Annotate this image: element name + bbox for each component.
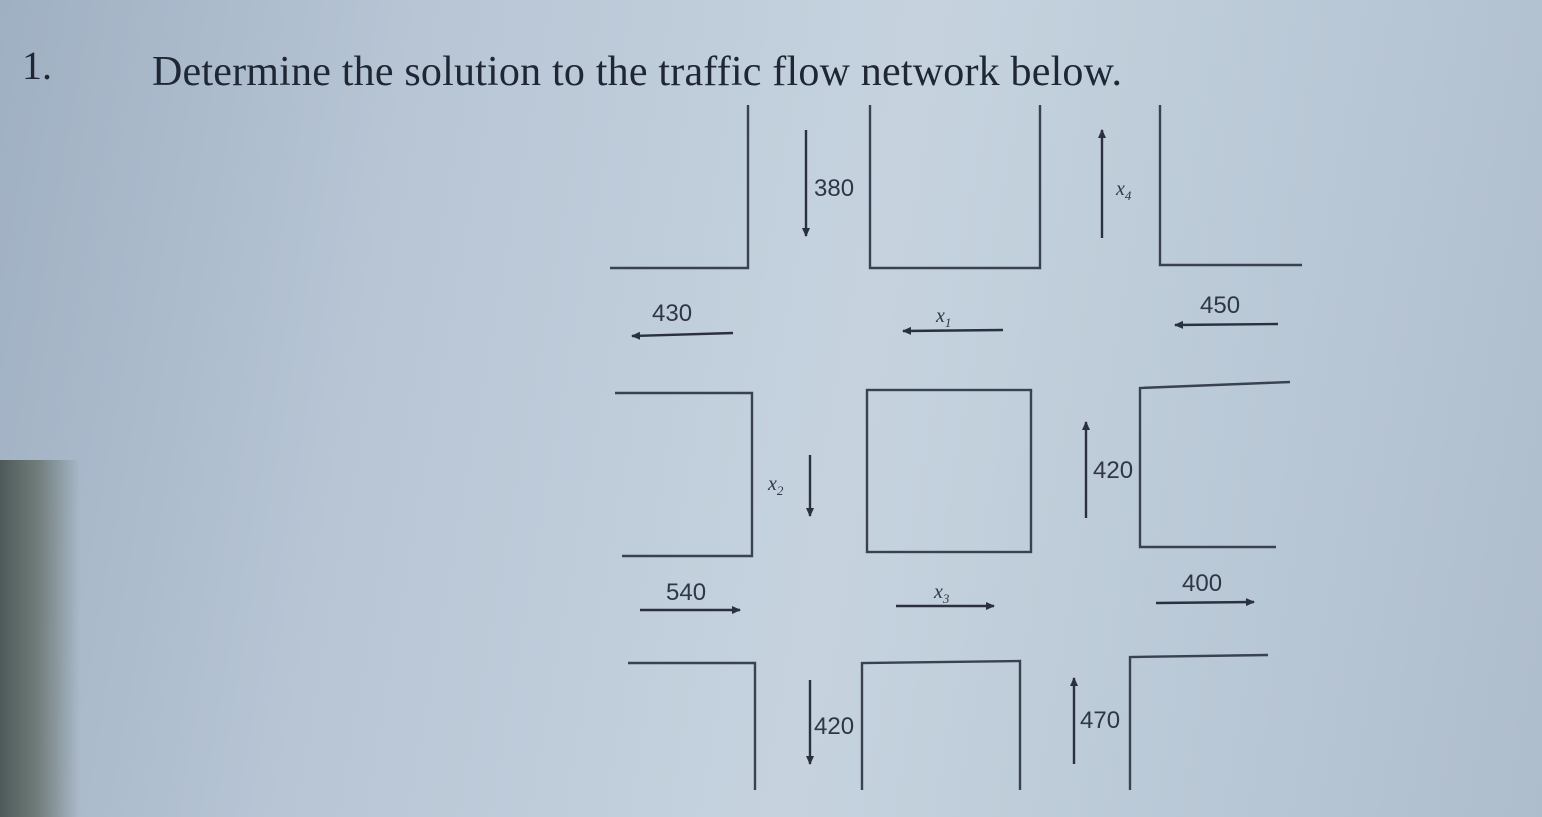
- label-x1: x1: [935, 305, 951, 330]
- label-x4: x4: [1115, 178, 1132, 203]
- label-north-in: 380: [814, 175, 854, 202]
- block-mid-right: [1138, 380, 1291, 549]
- label-x3: x3: [933, 581, 950, 606]
- label-west-top: 430: [652, 300, 692, 327]
- block-top-middle: [868, 105, 1042, 270]
- label-east-bottom: 400: [1182, 570, 1222, 597]
- arrow-east-bottom: [1155, 598, 1255, 607]
- label-east-top: 450: [1200, 292, 1240, 319]
- problem-number: 1.: [22, 43, 52, 88]
- label-south-left: 420: [814, 713, 854, 740]
- label-west-bottom: 540: [666, 579, 706, 606]
- block-bottom-right: [1128, 653, 1269, 790]
- arrow-west-top: [631, 331, 734, 340]
- block-mid-left: [615, 391, 754, 558]
- block-bottom-left: [628, 661, 757, 790]
- photo-edge-shadow: [0, 460, 80, 817]
- block-mid-middle: [865, 388, 1033, 554]
- block-bottom-middle: [860, 659, 1022, 790]
- block-top-left: [610, 105, 750, 270]
- label-south-right: 470: [1080, 707, 1120, 734]
- problem-statement: Determine the solution to the traffic fl…: [152, 49, 1123, 95]
- label-mid-right: 420: [1093, 457, 1133, 484]
- block-top-right: [1158, 105, 1302, 267]
- arrow-east-top: [1174, 320, 1279, 329]
- label-x2: x2: [767, 473, 784, 498]
- arrow-x1: [902, 326, 1004, 335]
